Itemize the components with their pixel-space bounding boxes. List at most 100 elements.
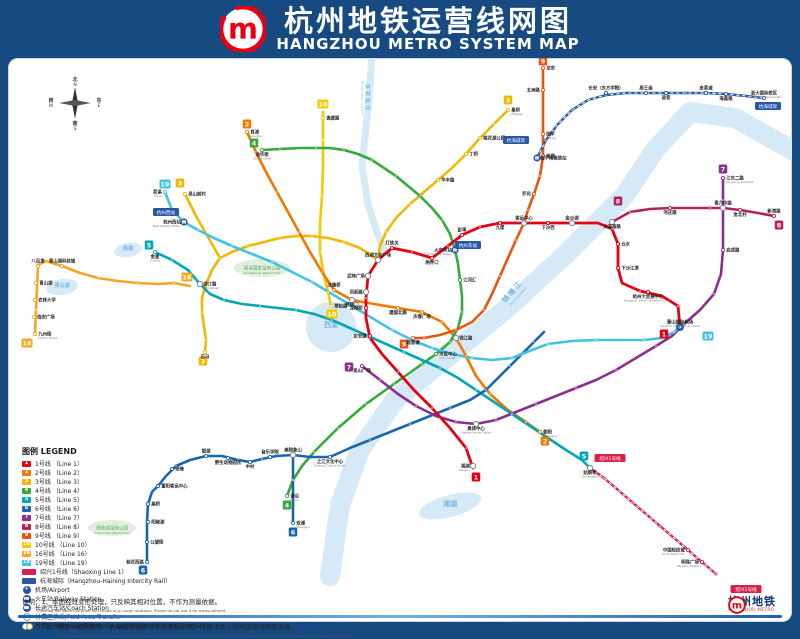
station-label: 杭州大会展中心 <box>633 293 664 300</box>
station-label: 闸弄口 <box>425 259 438 266</box>
station-dot <box>484 388 488 392</box>
legend-item-airport: ✈机场/Airport <box>22 585 252 594</box>
station-marker: 华丰路 <box>435 176 455 183</box>
station-marker: 受降 <box>169 465 185 472</box>
note-2-en: The Shaoxing Metro and Hangzhou-Haining … <box>60 633 355 638</box>
line-badge-label: 10 <box>319 100 328 108</box>
station-marker: 武林门 <box>345 296 359 308</box>
line-badge-6 <box>138 565 148 575</box>
line-badge-label: 5 <box>147 241 151 249</box>
station-label: 凤起路 <box>350 288 364 295</box>
station-dot <box>408 202 412 206</box>
line-badge-label: 4 <box>252 139 257 147</box>
map-tag-label: 绍兴1号线 <box>599 455 621 462</box>
station-dot <box>342 148 346 152</box>
station-dot <box>422 336 426 340</box>
note-1-zh: 1、本图经过变形处理，只反映其相对位置，不作为测量依据。 <box>41 598 222 606</box>
station-marker: 江河汇 <box>457 276 477 283</box>
station-label: 萧山国际机场 <box>667 319 694 326</box>
line-badge-label: 19 <box>704 332 713 340</box>
legend-item-paid-exit-transfer: 付费区换乘+出闸换乘/Paid Area Transfer＋Exit to Tr… <box>22 621 252 630</box>
station-label: 龙安 <box>546 64 555 71</box>
station-dot <box>236 458 240 462</box>
station-label: 杭州西站 <box>163 218 181 225</box>
page-title: 杭州地铁运营线网图 <box>283 3 572 38</box>
station-marker: 闸弄口 <box>425 255 439 266</box>
station-dot <box>342 240 346 244</box>
line-badge-label: 10 <box>328 310 337 318</box>
line-badge-label: 9 <box>402 340 407 348</box>
line-badge-label: 1 <box>662 330 666 338</box>
station-marker: 美院象山 <box>284 447 302 459</box>
line-badge-7 <box>344 362 354 372</box>
line-badge-label: 5 <box>582 452 586 460</box>
station-label: 桃花湖公园 <box>483 134 506 141</box>
station-label: 中村 <box>246 463 255 470</box>
legend-item-label: 5号线 （Line 5） <box>35 497 83 504</box>
line-badge-label: 7 <box>347 363 351 371</box>
station-label: 青六中路 <box>714 200 732 207</box>
station-label-en: China Textile City <box>662 552 686 556</box>
station-dot <box>470 356 474 360</box>
station-label: 吴山前村 <box>188 190 206 197</box>
station-dot <box>378 378 382 382</box>
station-label: 乔司 <box>521 190 531 197</box>
map-tag <box>455 241 481 249</box>
station-dot <box>430 406 434 410</box>
line-badge-label: 4 <box>285 501 290 509</box>
station-dot <box>440 218 444 222</box>
station-label: 临平南高铁站 <box>540 154 567 161</box>
airport-icon: ✈ <box>22 585 31 594</box>
railway-station-icon <box>182 220 186 223</box>
station-label: 皮革城 <box>699 85 713 92</box>
station-label-en: Zhijiang Culture Center <box>314 464 346 468</box>
legend-item-label: 杭海城际（Hangzhou-Haining Intercity Rail） <box>40 578 172 585</box>
station-label: 南苑 <box>546 152 555 159</box>
station-dot <box>196 228 200 232</box>
paid-exit-transfer-icon <box>22 621 33 630</box>
line-badge-4 <box>282 500 292 510</box>
station-dot <box>492 122 496 126</box>
station-dot <box>440 320 444 324</box>
line-color-chip: 19 <box>22 559 31 566</box>
line-badge-label: 8 <box>777 221 782 229</box>
station-label-en: Lüting Road <box>203 286 219 290</box>
station-marker: 启成路 <box>720 246 740 253</box>
line-badge-5 <box>144 240 154 250</box>
line-badge-label: 7 <box>721 165 725 173</box>
station-dot <box>270 260 274 264</box>
line-badge-2 <box>540 436 550 446</box>
station-dot <box>498 274 502 278</box>
station-label: 临安广场 <box>37 313 55 320</box>
station-label: 吴山广场 <box>353 367 371 374</box>
station-label-en: Linping <box>546 136 556 140</box>
brand-name-zh: 杭州地铁 <box>728 595 776 608</box>
station-dot <box>526 208 530 212</box>
station-dot <box>420 362 424 366</box>
station-label: 青山湖 <box>39 279 53 286</box>
line-badge-8 <box>613 196 623 206</box>
page-subtitle: HANGZHOU METRO SYSTEM MAP <box>276 34 580 53</box>
coach-station-icon <box>22 603 31 612</box>
legend-item-label: 16号线 （Line 16） <box>35 551 91 558</box>
station-marker: 中村 <box>246 459 255 470</box>
lake <box>114 242 142 258</box>
lake <box>46 278 78 296</box>
station-marker: 临安广场 <box>31 313 55 320</box>
station-label: 奥体中心 <box>467 425 485 432</box>
station-dot <box>438 366 442 370</box>
svg-text:北: 北 <box>72 76 77 83</box>
station-dot <box>200 310 204 314</box>
station-dot <box>474 388 478 392</box>
station-label-en: Jiuzhou Street <box>37 336 57 340</box>
line-badge-label: 3 <box>201 357 205 365</box>
